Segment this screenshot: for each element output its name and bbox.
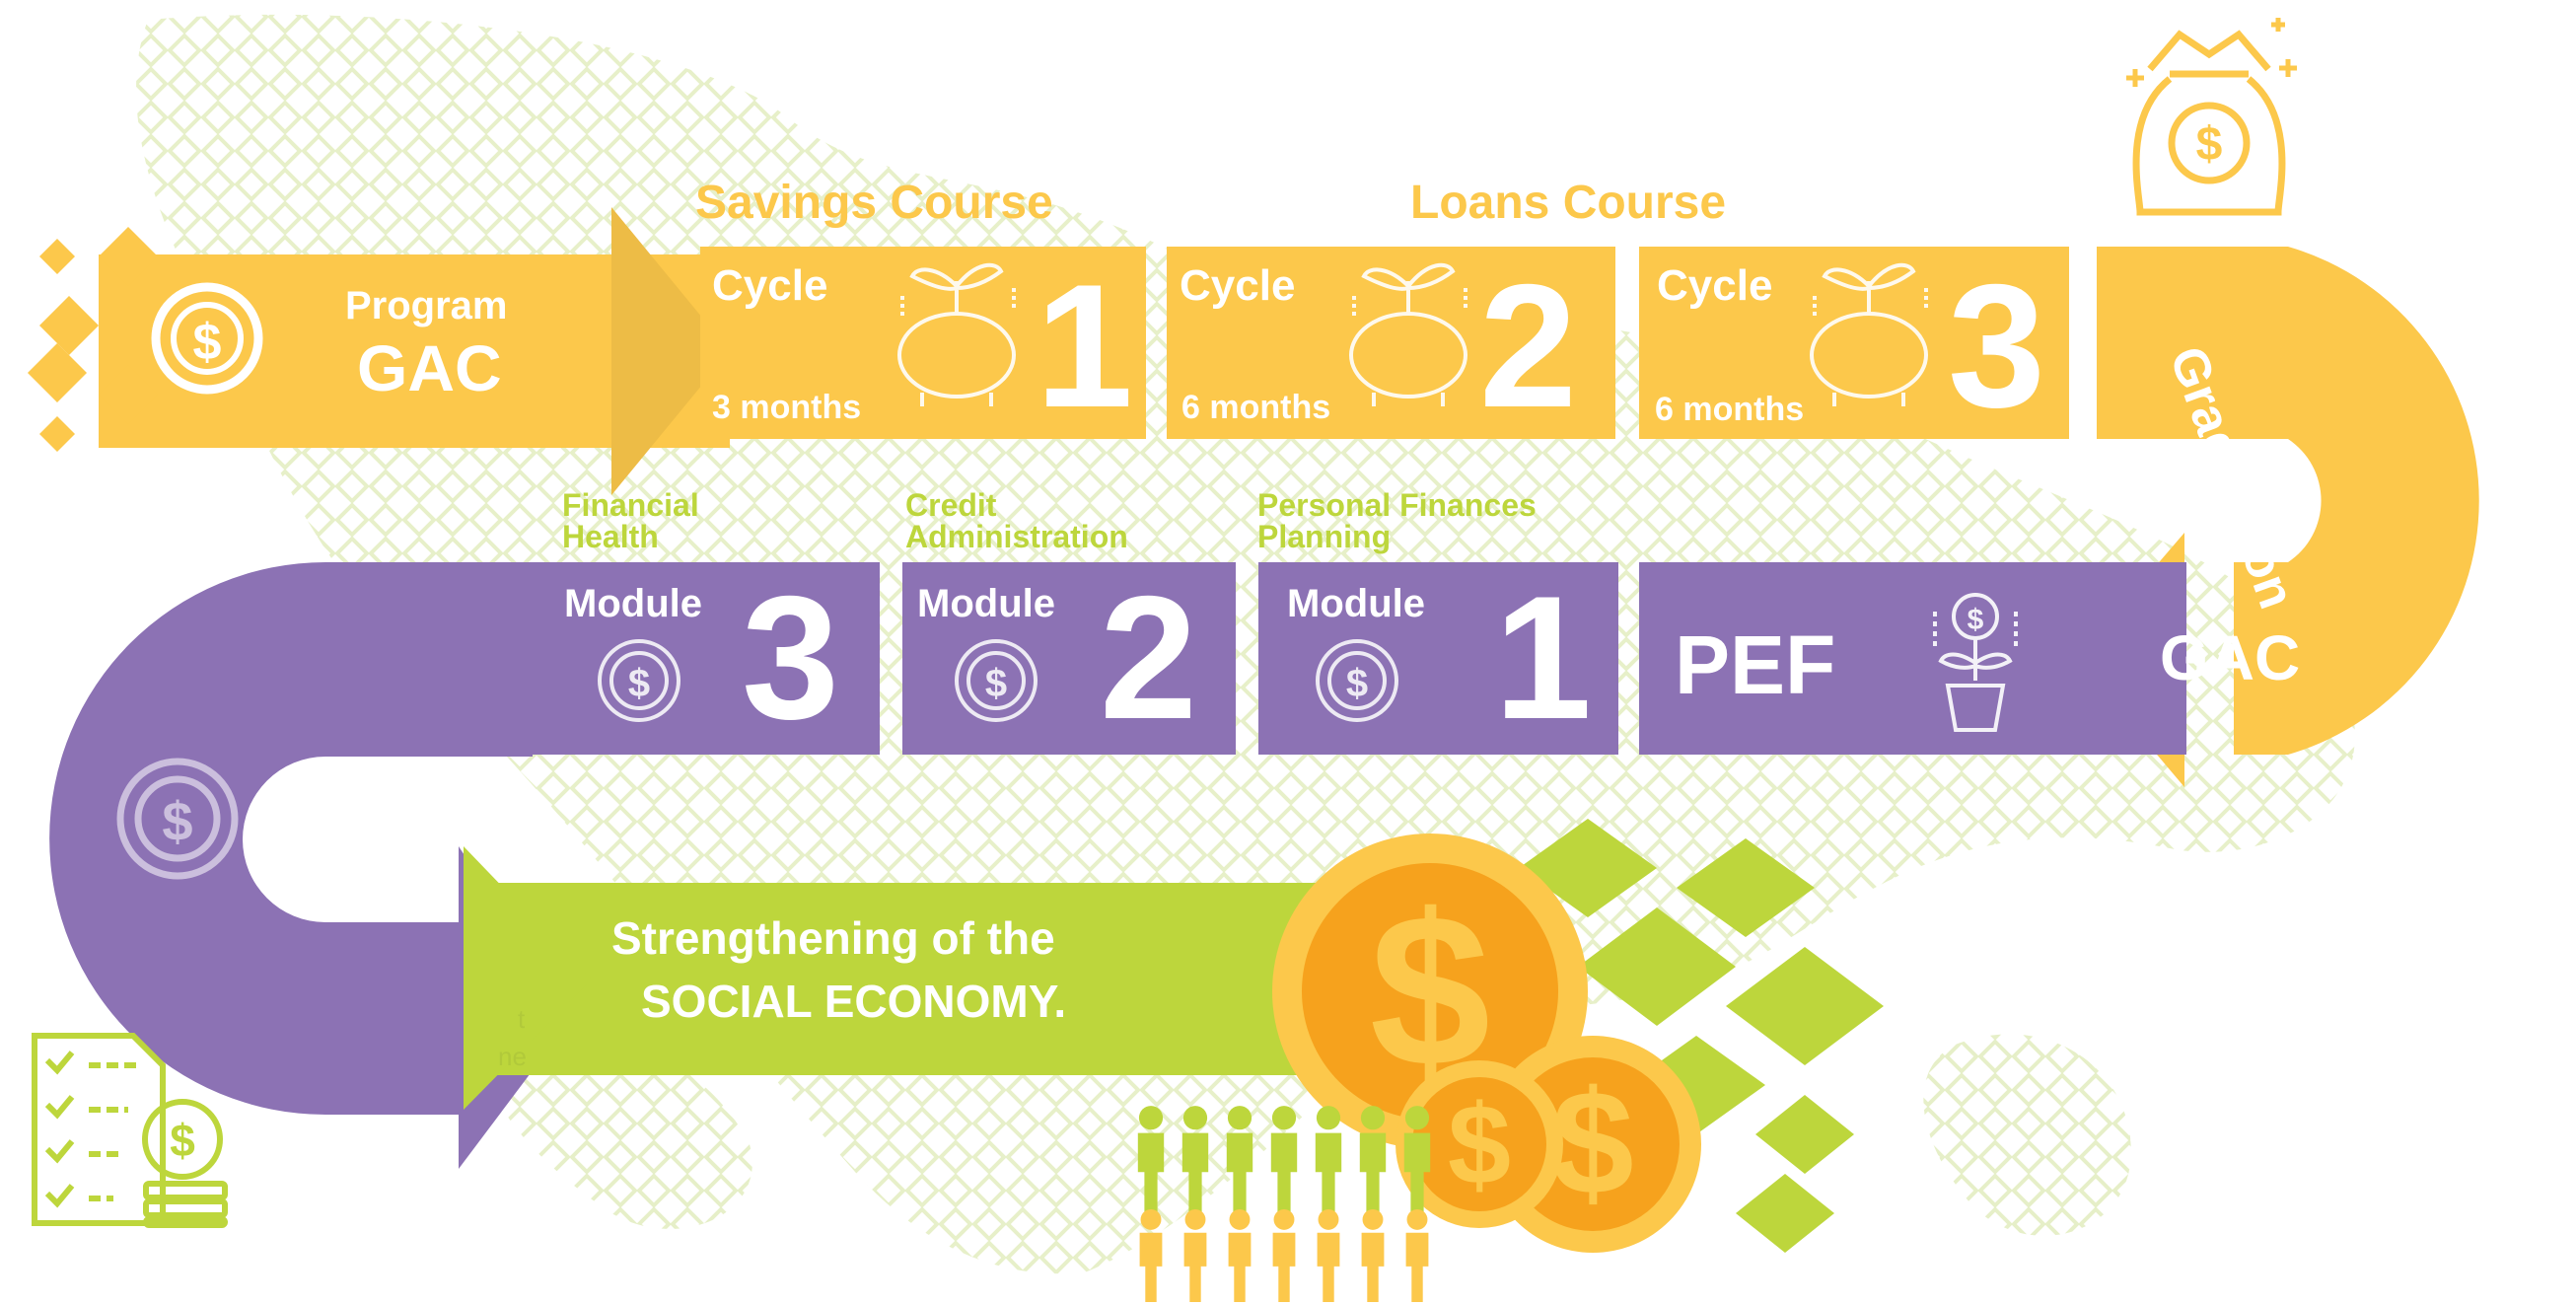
svg-text:$: $ — [1551, 1059, 1633, 1225]
savings-course-title: Savings Course — [695, 177, 1053, 229]
faded-text-line1: t — [518, 1004, 526, 1034]
pef-label: PEF — [1675, 618, 1836, 711]
module-3-label: Module — [564, 582, 702, 625]
svg-text:$: $ — [628, 662, 650, 705]
graduation-curve — [2097, 247, 2479, 755]
outcome-line1: Strengthening of the — [611, 912, 1055, 964]
module-1-number: 1 — [1494, 559, 1592, 756]
money-plant-icon: $ — [1933, 593, 2018, 732]
svg-text:$: $ — [985, 662, 1007, 705]
piggy-bank-icon — [1349, 262, 1467, 406]
loans-course-title: Loans Course — [1410, 177, 1727, 229]
module-3-topic-line1: Financial — [562, 487, 699, 523]
money-bag-icon: $ — [2126, 18, 2297, 216]
svg-text:$: $ — [193, 314, 222, 371]
svg-text:$: $ — [1968, 604, 1984, 636]
svg-text:$: $ — [1448, 1082, 1511, 1208]
coin-icon: $ — [1316, 639, 1398, 722]
module-1-label: Module — [1287, 582, 1425, 625]
module-box-3 — [533, 562, 880, 755]
piggy-bank-icon — [1810, 262, 1928, 406]
cycle-2-duration: 6 months — [1181, 389, 1331, 426]
svg-text:$: $ — [1346, 662, 1368, 705]
purple-curve — [49, 562, 534, 1115]
svg-text:$: $ — [2196, 118, 2223, 171]
cycle-3-duration: 6 months — [1655, 391, 1805, 428]
piggy-bank-icon — [897, 262, 1016, 406]
cycle-box-3 — [1639, 247, 2069, 439]
svg-text:$: $ — [170, 1115, 195, 1166]
small-coin-icon: $ — [1395, 1060, 1563, 1228]
coin-icon: $ — [116, 758, 239, 880]
coin-icon: $ — [955, 639, 1038, 722]
program-name: GAC — [357, 331, 502, 404]
people-icon-yellow — [1139, 1208, 1429, 1302]
module-1-topic-line1: Personal Finances — [1257, 487, 1537, 523]
outcome-arrowhead — [464, 846, 592, 1110]
cycle-3-number: 3 — [1948, 248, 2045, 444]
svg-text:$: $ — [162, 790, 192, 852]
module-box-2 — [902, 562, 1236, 755]
module-2-number: 2 — [1100, 559, 1197, 756]
module-box-1 — [1258, 562, 1618, 755]
cycle-1-number: 1 — [1036, 248, 1133, 444]
graduation-name: GAC — [2160, 622, 2301, 693]
module-2-label: Module — [917, 582, 1055, 625]
coin-icon: $ — [598, 639, 680, 722]
cycle-2-label: Cycle — [1180, 261, 1296, 310]
faded-text-line2: ne — [498, 1042, 527, 1071]
program-diamond-deco — [28, 227, 158, 452]
pef-box — [1639, 562, 2186, 755]
module-3-topic-line2: Health — [562, 519, 659, 554]
cycle-3-label: Cycle — [1657, 261, 1773, 310]
cycle-1-duration: 3 months — [712, 389, 862, 426]
checklist-icon: $ — [32, 1033, 228, 1228]
module-2-topic-line2: Administration — [905, 519, 1128, 554]
cycle-box-1 — [700, 247, 1146, 439]
cycle-2-number: 2 — [1479, 248, 1577, 444]
coin-icon: $ — [151, 282, 263, 395]
module-1-topic-line2: Planning — [1257, 519, 1392, 554]
module-3-number: 3 — [742, 559, 839, 756]
module-2-topic-line1: Credit — [905, 487, 997, 523]
cycle-box-2 — [1167, 247, 1615, 439]
cycle-1-label: Cycle — [712, 261, 828, 310]
program-label: Program — [345, 284, 508, 327]
outcome-line2: SOCIAL ECONOMY. — [641, 976, 1067, 1027]
